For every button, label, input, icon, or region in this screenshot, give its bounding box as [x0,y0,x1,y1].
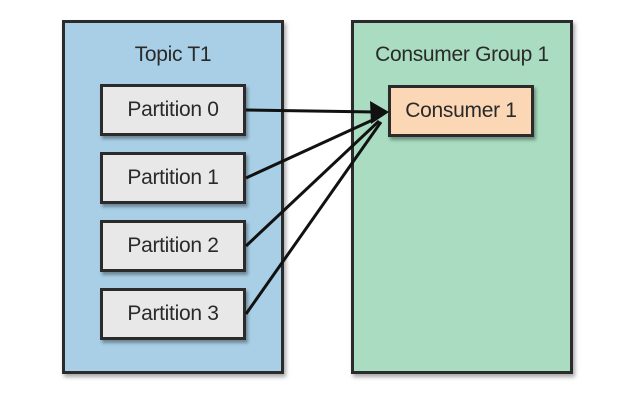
partition-0-box: Partition 0 [100,84,246,136]
topic-title: Topic T1 [134,43,212,66]
partition-1-label: Partition 1 [127,166,219,189]
consumer-group-title: Consumer Group 1 [375,43,549,66]
partition-0-label: Partition 0 [127,98,219,121]
partition-2-box: Partition 2 [100,220,246,272]
partition-2-label: Partition 2 [127,234,219,257]
consumer-group-panel: Consumer Group 1 [351,20,573,374]
partition-1-box: Partition 1 [100,152,246,204]
consumer-1-label: Consumer 1 [405,99,517,122]
consumer-1-box: Consumer 1 [388,85,534,137]
partition-3-label: Partition 3 [127,302,219,325]
partition-3-box: Partition 3 [100,288,246,340]
